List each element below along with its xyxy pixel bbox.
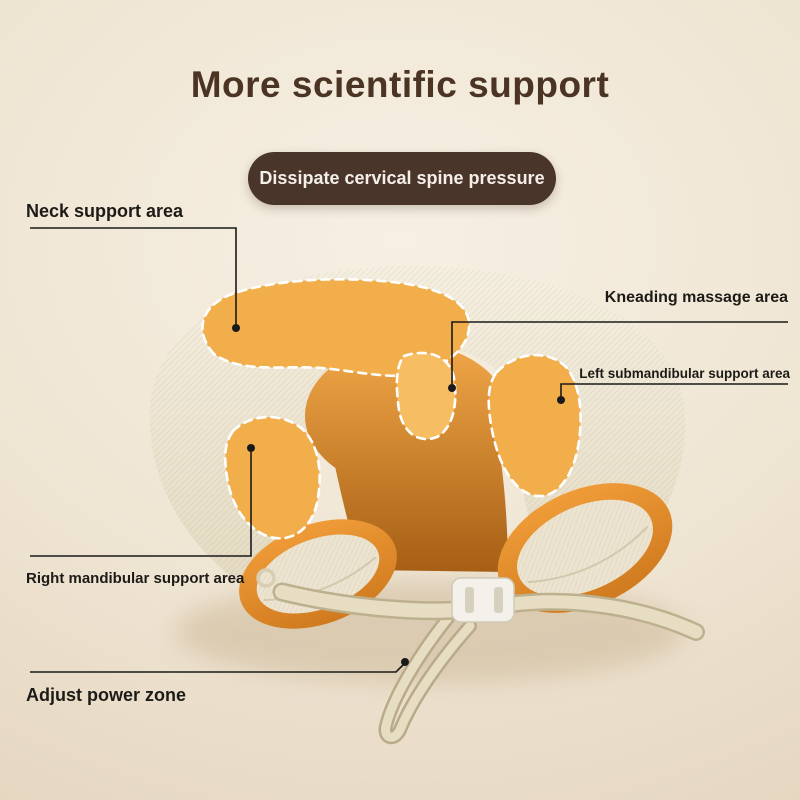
callout-adjust-power: Adjust power zone: [26, 685, 187, 705]
dot-neck-support: [232, 324, 240, 332]
page-title: More scientific support: [190, 64, 610, 105]
callout-neck-support: Neck support area: [26, 201, 184, 221]
leader-kneading: [451, 321, 788, 384]
strap-buckle: [451, 577, 515, 623]
callout-left-submandibular: Left submandibular support area: [579, 366, 790, 381]
leader-adjust-power: [30, 664, 404, 673]
leader-lines: [30, 227, 788, 673]
dot-kneading: [448, 384, 456, 392]
leader-left-submandibular: [560, 383, 788, 396]
callout-kneading-massage: Kneading massage area: [604, 289, 788, 306]
adjustment-strap: [256, 568, 705, 745]
subtitle-banner: Dissipate cervical spine pressure: [248, 152, 556, 205]
zone-left-submandibular: [487, 353, 582, 498]
subtitle-text: Dissipate cervical spine pressure: [259, 168, 545, 188]
callout-right-mandibular: Right mandibular support area: [26, 570, 245, 587]
pillow-right-end-cap: [497, 483, 673, 613]
dot-right-mandibular: [247, 444, 255, 452]
dot-adjust-power: [401, 658, 409, 666]
zone-kneading-massage: [395, 351, 457, 441]
leader-neck-support: [30, 227, 237, 324]
dot-left-submandibular: [557, 396, 565, 404]
leader-right-mandibular: [30, 452, 252, 557]
